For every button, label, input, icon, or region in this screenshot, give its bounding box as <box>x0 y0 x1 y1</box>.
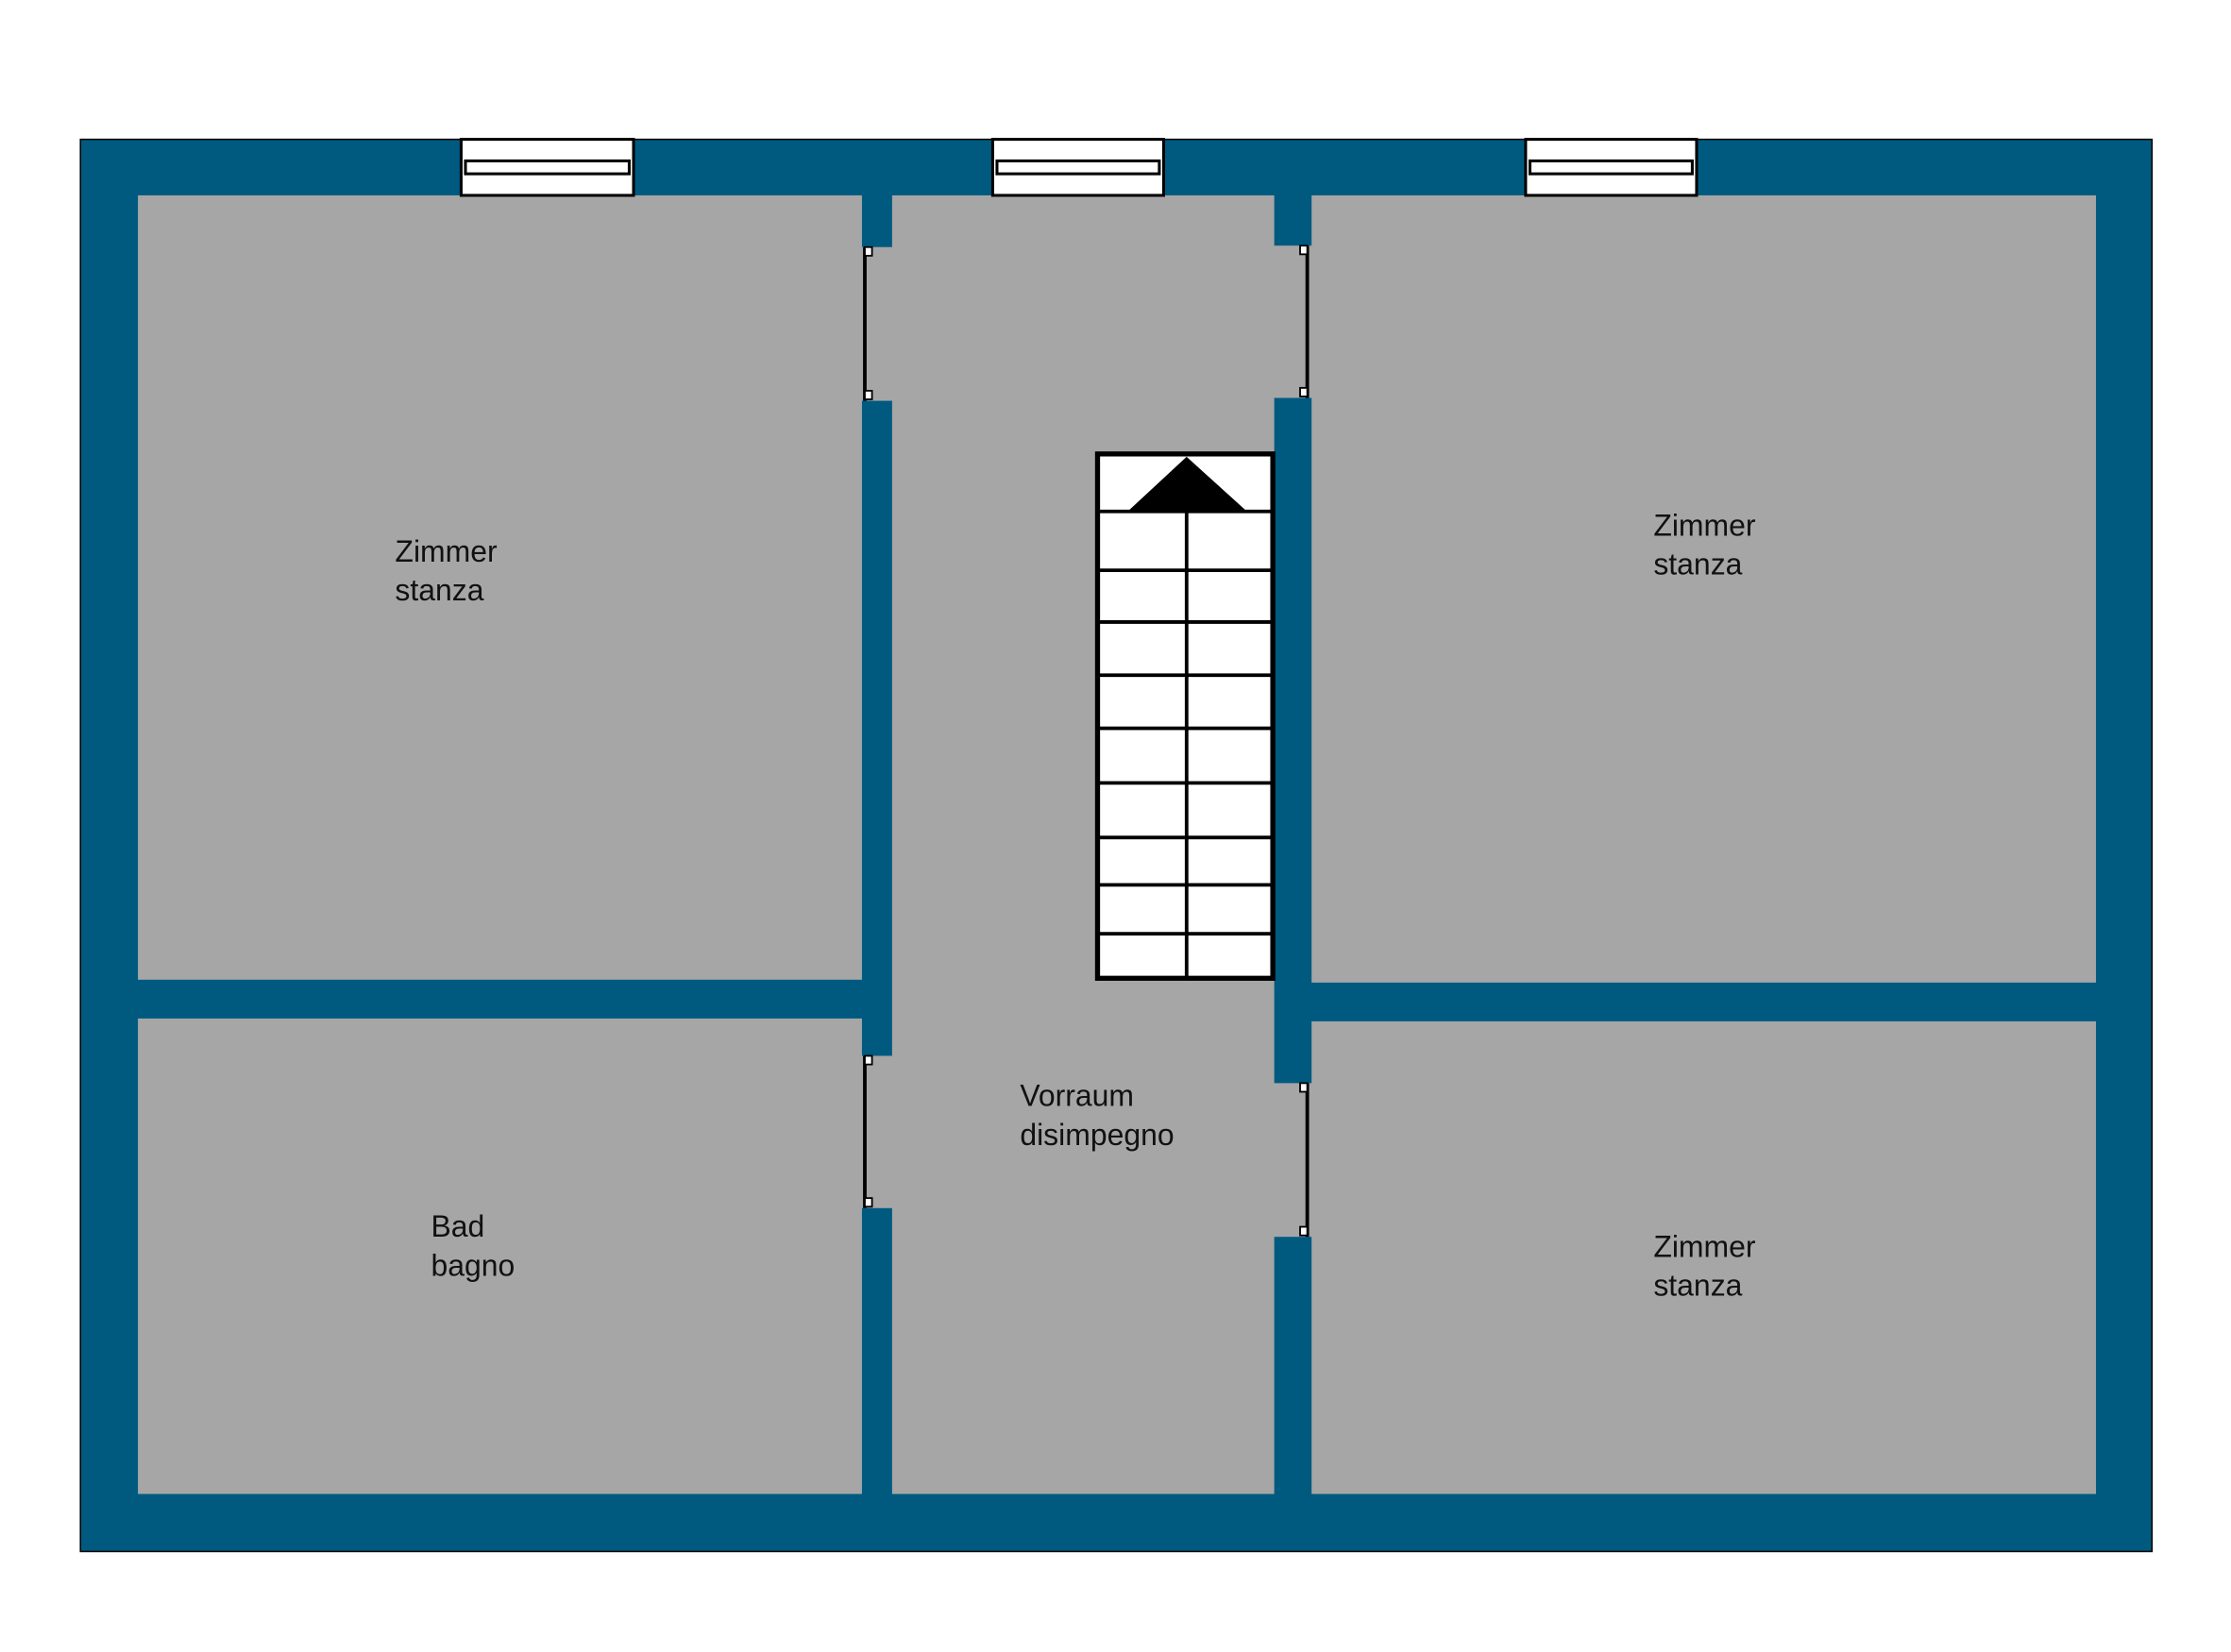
window-left <box>459 138 635 197</box>
room-bottom-right-floor <box>1311 1020 2096 1494</box>
stair-direction-arrow-icon <box>1127 456 1247 512</box>
window-right <box>1524 138 1699 197</box>
staircase <box>1094 451 1276 981</box>
room-top-right-floor <box>1311 194 2096 983</box>
door-bathroom <box>860 1054 894 1208</box>
window-center <box>990 138 1165 197</box>
door-top-left <box>860 245 894 401</box>
door-top-right <box>1273 244 1313 398</box>
room-top-left-floor <box>138 194 862 980</box>
bathroom-floor <box>138 1018 862 1494</box>
door-bottom-right <box>1273 1082 1313 1238</box>
